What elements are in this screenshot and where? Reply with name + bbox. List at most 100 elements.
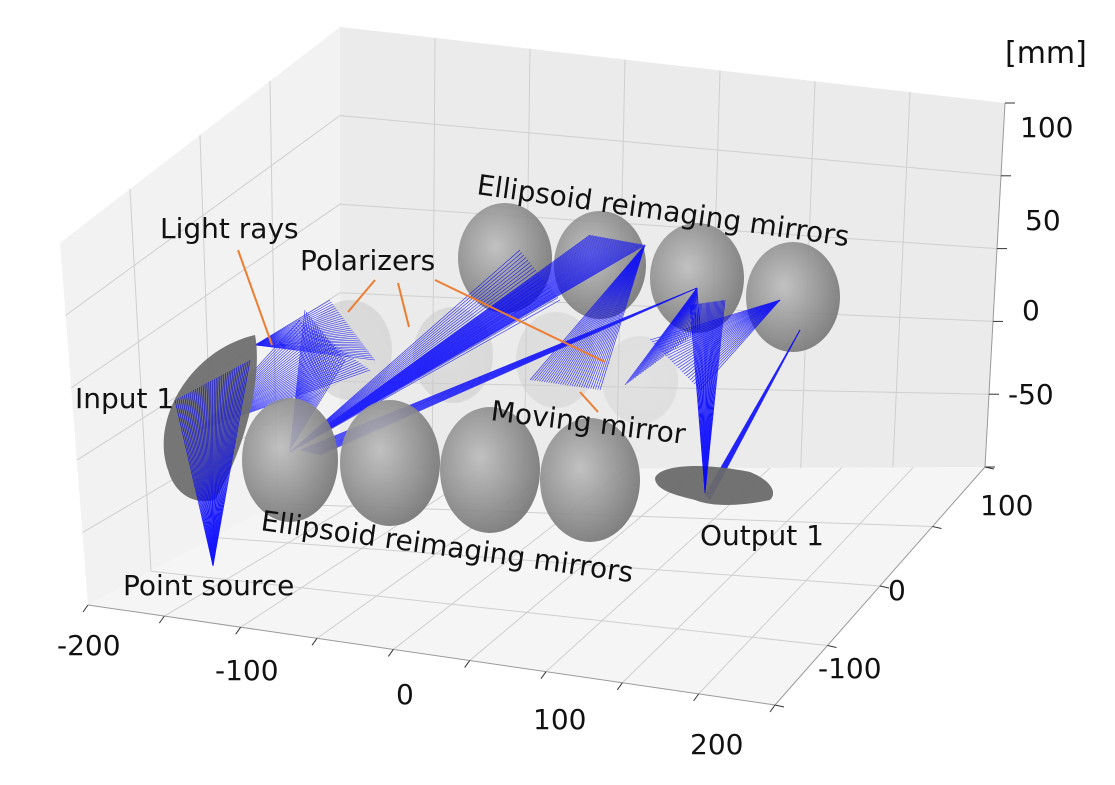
- output-mirror: [655, 466, 774, 505]
- ray: [289, 299, 561, 453]
- y-tick: [932, 526, 942, 529]
- ellipsoid-mirror: [746, 242, 840, 352]
- label-point-source: Point source: [123, 569, 294, 602]
- ray: [289, 264, 533, 453]
- ray: [659, 299, 781, 351]
- x-tick: [158, 615, 165, 624]
- ray: [585, 244, 646, 389]
- ray: [534, 244, 646, 381]
- ellipsoid-mirror: [242, 398, 338, 522]
- ray: [174, 399, 214, 567]
- y-tick: [879, 585, 890, 589]
- ray: [254, 303, 334, 346]
- ray: [289, 292, 555, 453]
- ray: [571, 244, 646, 387]
- leader-polarizer-2: [397, 282, 410, 328]
- y-tick-label: 100: [980, 489, 1033, 522]
- light-rays-front: [174, 299, 726, 567]
- ray: [289, 257, 527, 453]
- ray: [675, 299, 781, 367]
- ray: [212, 376, 219, 567]
- ray: [539, 244, 646, 382]
- leader-polarizer-1: [347, 279, 376, 313]
- ray: [189, 391, 214, 567]
- ray: [289, 272, 539, 453]
- ray: [655, 299, 781, 347]
- ray: [254, 301, 332, 346]
- ray: [704, 299, 726, 494]
- ray: [212, 373, 225, 567]
- ray: [184, 394, 214, 567]
- ray: [657, 299, 781, 349]
- ray: [193, 389, 214, 567]
- label-output-1: Output 1: [700, 519, 824, 552]
- ray: [289, 254, 525, 453]
- leader-moving-mirror: [579, 391, 599, 413]
- ray: [578, 244, 646, 388]
- x-tick: [769, 704, 776, 713]
- x-tick-label: -100: [215, 654, 279, 687]
- input-mirror: [163, 335, 257, 502]
- ray: [254, 309, 338, 346]
- ray: [653, 299, 781, 345]
- ray: [555, 244, 646, 384]
- x-tick: [616, 682, 623, 691]
- ray: [195, 388, 214, 567]
- x-axis-line: [87, 604, 776, 706]
- ray: [185, 393, 214, 567]
- x-tick-labels: -200 -100 0 100 200: [57, 629, 743, 761]
- ray: [529, 244, 646, 381]
- z-tick-label: 0: [1022, 294, 1040, 327]
- ray: [176, 398, 214, 567]
- ray: [682, 287, 698, 343]
- ray: [583, 244, 646, 388]
- ray: [592, 244, 646, 390]
- ray: [289, 244, 646, 453]
- ray: [588, 244, 646, 389]
- y-tick-labels: 100 0 -100: [818, 489, 1033, 685]
- ray: [210, 380, 214, 567]
- ellipsoid-mirror: [440, 407, 540, 533]
- ray: [649, 299, 781, 341]
- ray: [673, 299, 781, 365]
- ray: [687, 287, 698, 340]
- z-tick-label: 100: [1020, 111, 1073, 144]
- ray: [289, 294, 557, 453]
- ray: [199, 386, 214, 567]
- ray: [202, 384, 214, 567]
- ray: [599, 244, 646, 391]
- ray: [212, 377, 217, 567]
- ray: [665, 299, 781, 357]
- ray: [581, 244, 646, 388]
- ray: [590, 244, 646, 389]
- ray: [212, 379, 214, 567]
- ellipsoid-mirror: [540, 418, 640, 542]
- ray: [576, 244, 646, 387]
- ray: [667, 299, 781, 359]
- ray: [289, 252, 523, 453]
- ray: [289, 274, 541, 453]
- tick-marks: [82, 102, 1015, 713]
- ray: [289, 262, 531, 453]
- label-polarizers: Polarizers: [300, 244, 435, 277]
- x-tick: [82, 604, 89, 613]
- ellipsoid-mirrors-bottom: [242, 398, 640, 542]
- ray: [254, 307, 337, 346]
- leader-light-rays: [237, 249, 273, 346]
- ray: [562, 244, 646, 385]
- y-tick: [827, 645, 837, 648]
- ray: [289, 282, 547, 453]
- ray: [651, 299, 781, 343]
- ray: [187, 392, 214, 567]
- grid-line: [339, 203, 998, 250]
- ray: [595, 244, 646, 390]
- leader-polarizer-3: [434, 279, 606, 363]
- ray: [212, 375, 221, 567]
- grid-line: [129, 188, 152, 572]
- ray: [661, 299, 781, 353]
- ray: [679, 287, 698, 345]
- x-tick: [464, 660, 471, 668]
- ray: [204, 383, 214, 567]
- ray: [212, 359, 251, 567]
